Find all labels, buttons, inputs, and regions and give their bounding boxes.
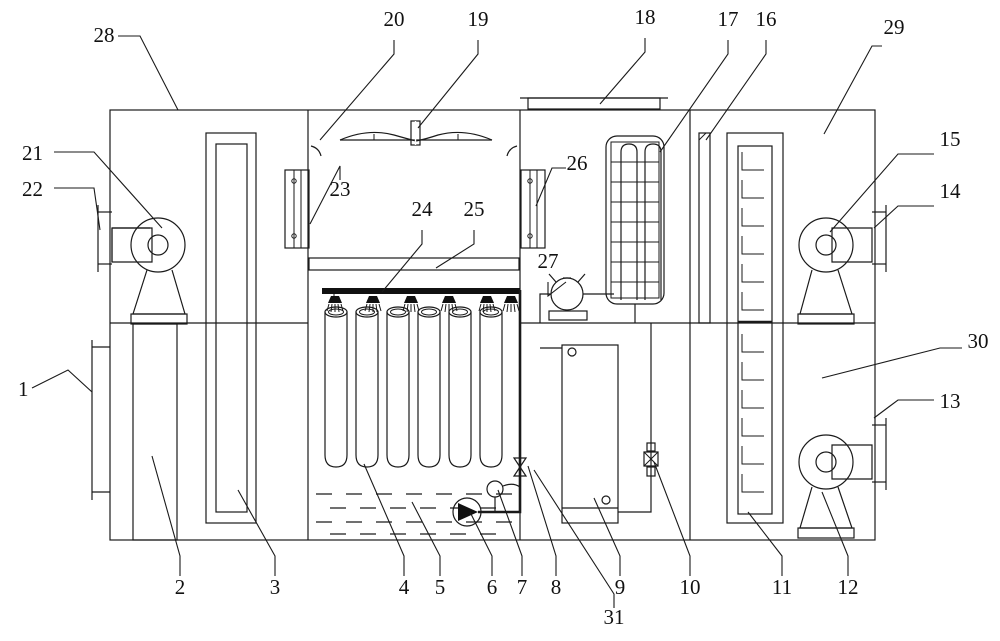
housing-outer-shell [109,109,876,541]
reference-numeral-5: 5 [435,575,446,599]
reference-numeral-4: 4 [399,575,410,599]
leader-line-12 [821,491,849,576]
internal-partitions [307,110,691,540]
leader-line-29 [823,45,882,135]
leader-line-14 [873,205,934,229]
reference-numeral-7: 7 [517,575,528,599]
reference-numeral-1: 1 [18,377,29,401]
check-valve [486,480,521,512]
reference-numeral-11: 11 [772,575,792,599]
reference-numeral-25: 25 [464,197,485,221]
hatched-filter-panel [205,132,257,524]
leader-line-20 [319,40,395,141]
leader-line-9 [593,497,621,576]
serpentine-heat-exchanger-coil [605,135,665,323]
reference-numeral-13: 13 [940,389,961,413]
reference-numeral-24: 24 [412,197,434,221]
leader-line-1 [31,369,93,393]
reference-numeral-6: 6 [487,575,498,599]
left-hinge-bracket [284,169,310,249]
reference-numeral-10: 10 [680,575,701,599]
reference-numeral-31: 31 [604,605,625,629]
leader-line-10 [653,461,691,576]
upper-left-blower [111,217,188,325]
leader-line-23 [309,165,341,225]
leader-line-8 [527,465,557,576]
chamber-ceiling-edge [310,145,518,157]
leader-line-25 [435,230,475,269]
leader-line-22 [54,187,101,231]
top-duct-cover [520,97,668,110]
leader-line-15 [829,153,934,233]
reference-numeral-18: 18 [635,5,656,29]
leader-line-17 [659,40,729,153]
reference-numeral-3: 3 [270,575,281,599]
leader-line-7 [497,489,523,576]
left-flange-inlet [91,340,110,500]
reference-numeral-17: 17 [718,7,739,31]
reference-numeral-30: 30 [968,329,989,353]
leader-line-4 [363,463,405,576]
leader-line-26 [535,167,566,207]
leader-line-2 [151,455,181,576]
reference-numeral-19: 19 [468,7,489,31]
reference-numeral-28: 28 [94,23,115,47]
leader-line-30 [821,347,962,379]
reference-numeral-12: 12 [838,575,859,599]
vertical-baffle-plate [698,132,711,324]
leader-line-27 [547,281,567,298]
reference-numeral-14: 14 [940,179,962,203]
louver-filter-panel [726,132,784,524]
reference-numeral-29: 29 [884,15,905,39]
reference-numeral-15: 15 [940,127,961,151]
drain-return-line [478,290,522,514]
reference-numeral-27: 27 [538,249,559,273]
leader-line-28 [118,35,179,111]
reference-numeral-8: 8 [551,575,562,599]
reference-numeral-9: 9 [615,575,626,599]
control-valve [643,442,659,477]
leader-line-24 [381,230,423,293]
reference-numeral-23: 23 [330,177,351,201]
leader-line-31 [533,469,615,608]
right-upper-flange-outlet [872,205,887,272]
leader-line-21 [54,151,163,229]
reference-numeral-16: 16 [756,7,777,31]
leader-line-18 [599,38,646,105]
right-lower-flange-outlet [872,418,887,490]
hatched-separator-plate [308,257,520,271]
reference-numeral-20: 20 [384,7,405,31]
leader-lines [31,35,962,608]
leader-line-13 [873,399,934,419]
vertical-tube-bundle [324,306,503,468]
tank-piping [618,323,652,513]
reference-numeral-22: 22 [22,177,43,201]
butterfly-valve [512,457,528,477]
leader-line-3 [237,489,276,576]
reference-numeral-26: 26 [567,151,588,175]
reference-numeral-2: 2 [175,575,186,599]
leader-line-6 [469,511,493,576]
leader-line-19 [417,40,479,129]
water-reservoir-level [316,493,512,535]
circulation-pump [452,497,482,527]
gas-valve-assembly [539,273,614,323]
mesh-filter-screen [132,323,178,541]
leader-line-11 [747,511,783,576]
ceiling-fan-impeller [339,120,493,146]
storage-tank [540,344,619,524]
leader-line-16 [705,40,767,141]
upper-right-blower [797,217,873,325]
leader-line-5 [411,501,441,576]
lower-right-blower [797,434,873,539]
reference-numeral-21: 21 [22,141,43,165]
right-hinge-bracket [520,169,546,249]
